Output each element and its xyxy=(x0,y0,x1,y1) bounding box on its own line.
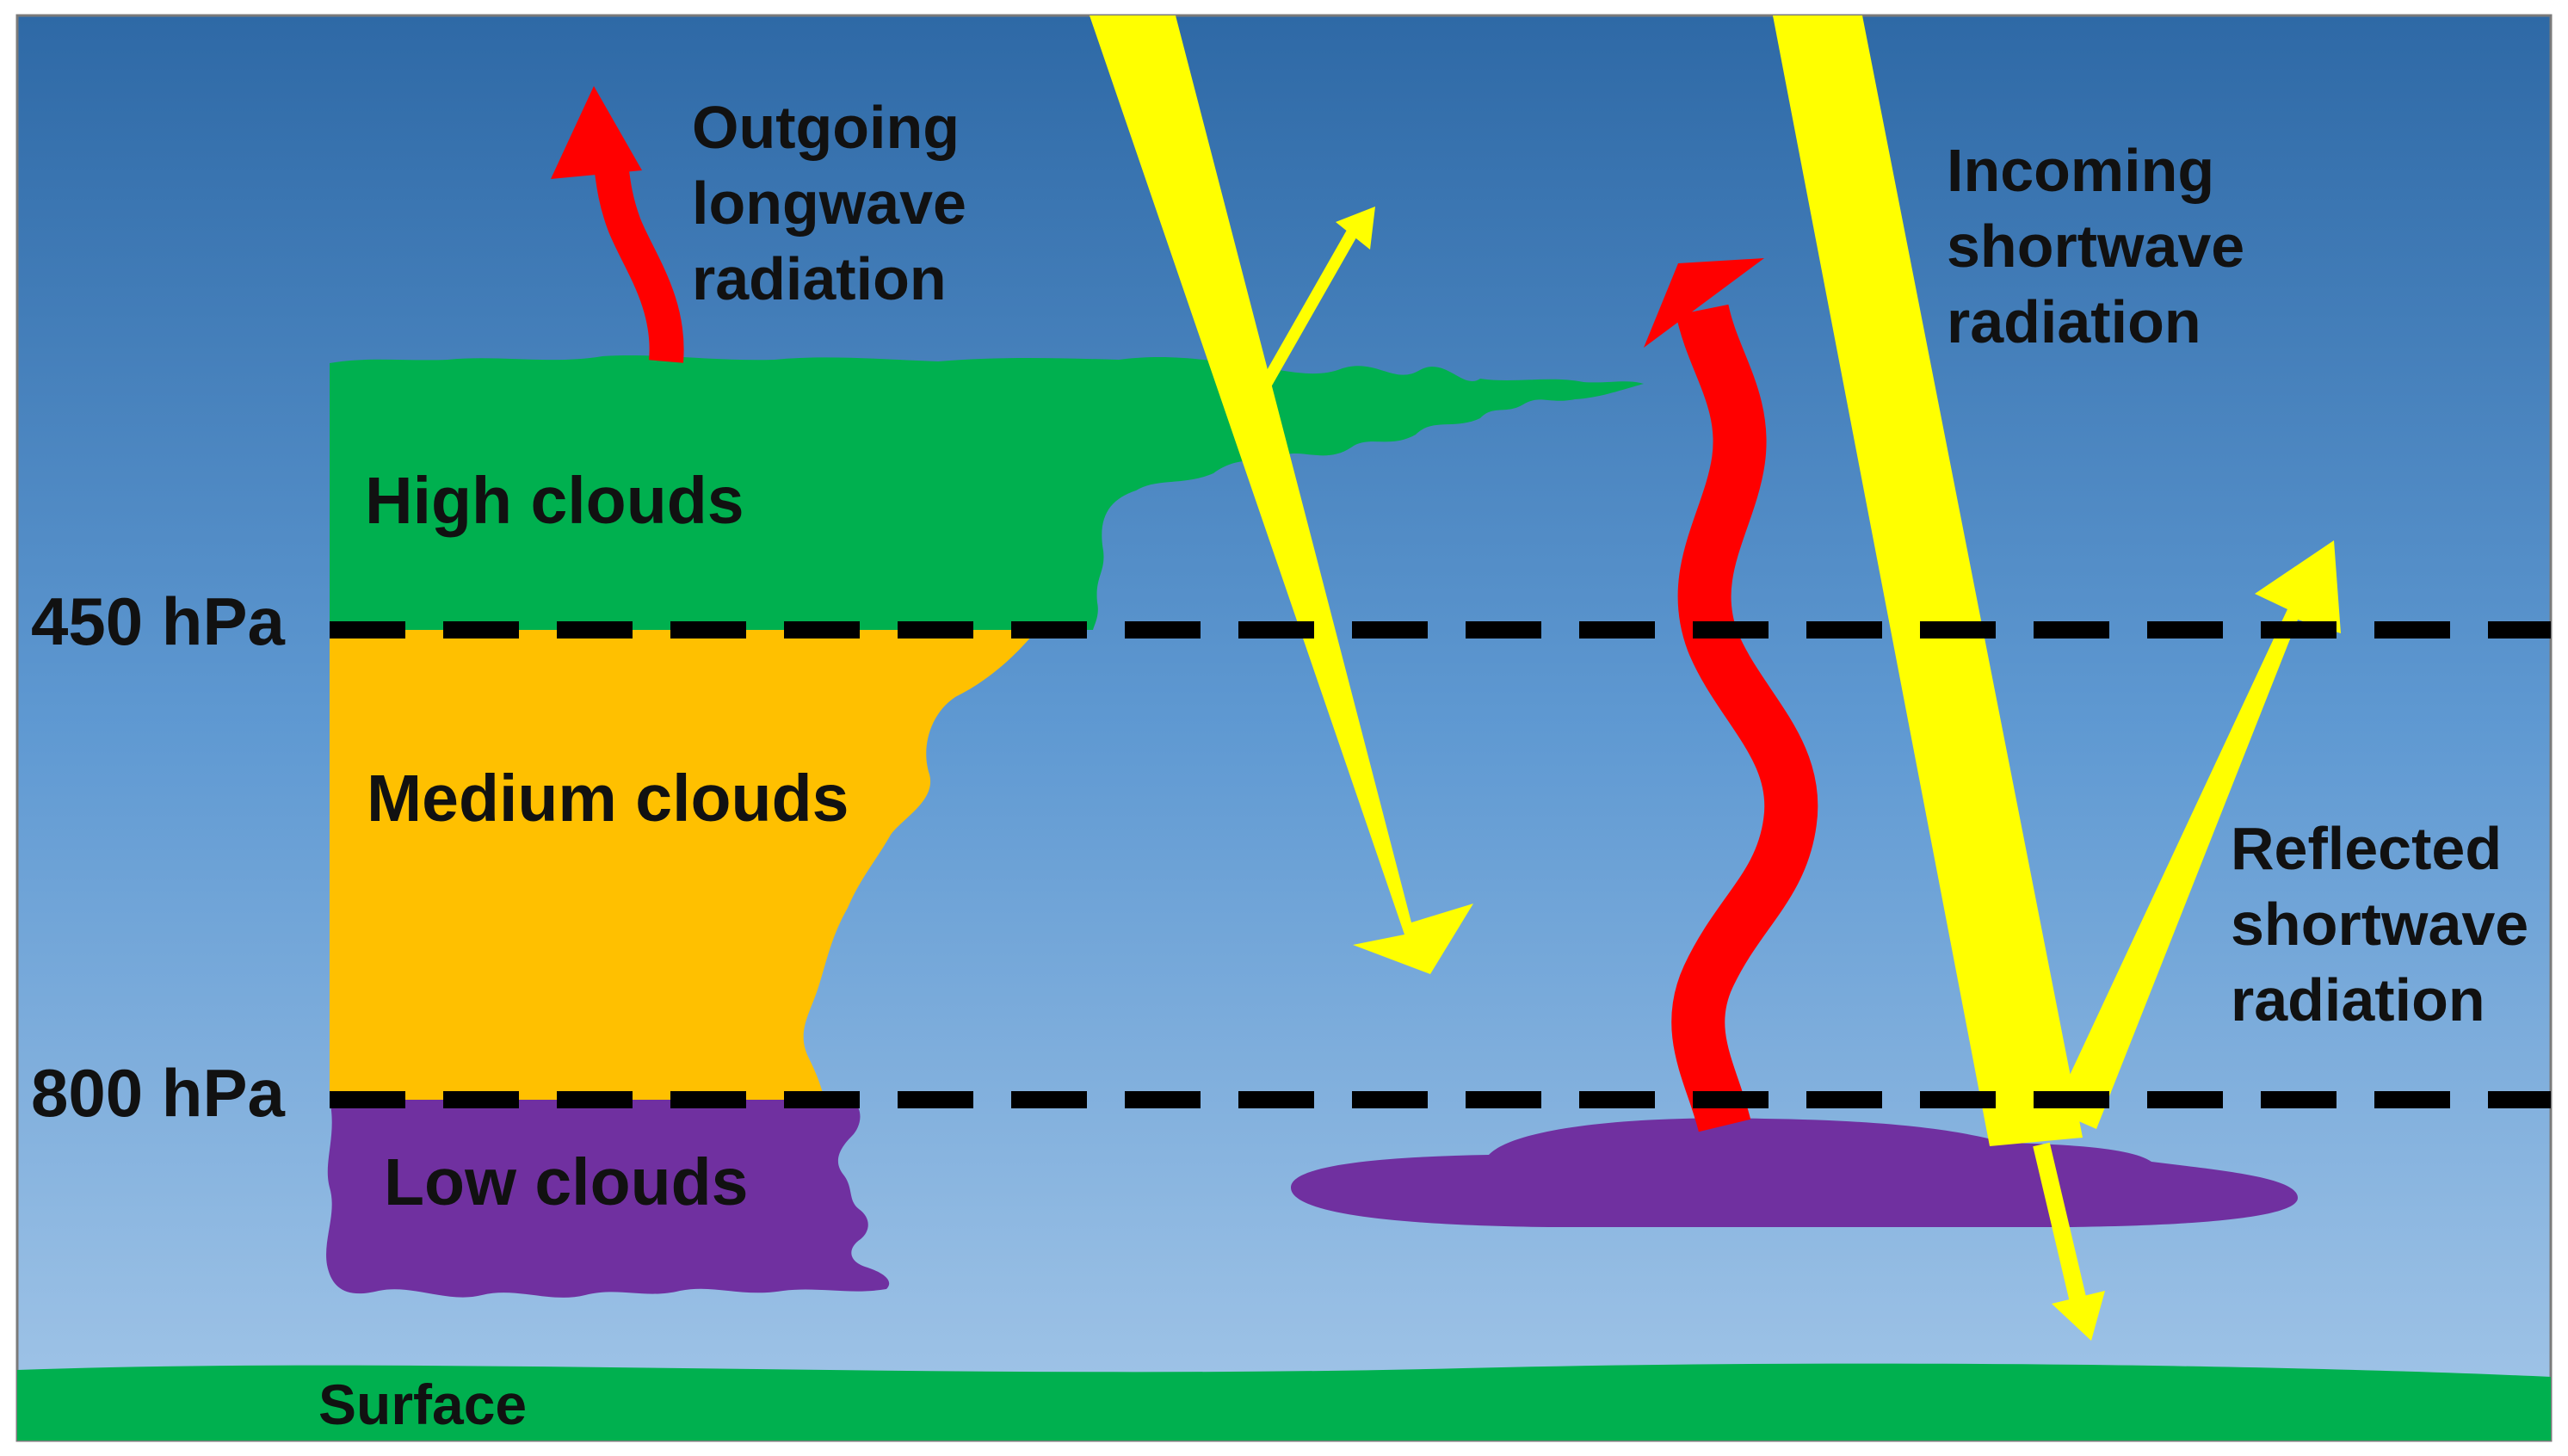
outgoing-longwave-shaft xyxy=(592,151,684,363)
outgoing-longwave-label-3: radiation xyxy=(692,245,947,312)
incoming-shortwave-left-arrow xyxy=(1090,15,1473,974)
incoming-shortwave-label-2: shortwave xyxy=(1947,213,2244,280)
transmitted-shortwave-head xyxy=(2052,1291,2105,1341)
outgoing-longwave-label-2: longwave xyxy=(692,170,966,237)
incoming-shortwave-label-1: Incoming xyxy=(1947,137,2214,204)
outgoing-longwave-label-1: Outgoing xyxy=(692,94,960,161)
reflected-shortwave-label-1: Reflected xyxy=(2231,815,2502,882)
surface-label: Surface xyxy=(318,1373,527,1436)
incoming-shortwave-label-3: radiation xyxy=(1947,288,2201,355)
medium-clouds-shape xyxy=(330,630,1037,1100)
low-clouds-label: Low clouds xyxy=(384,1145,749,1219)
outgoing-longwave-wavy-shaft xyxy=(1671,304,1818,1132)
incoming-shortwave-beam xyxy=(1773,15,2083,1146)
medium-clouds-label: Medium clouds xyxy=(367,762,849,836)
high-clouds-shape xyxy=(330,355,1644,630)
transmitted-shortwave-shaft xyxy=(2033,1142,2090,1315)
outgoing-longwave-wavy-head xyxy=(1644,258,1764,348)
reflected-shortwave-label-3: radiation xyxy=(2231,966,2485,1033)
high-clouds-label: High clouds xyxy=(365,464,744,538)
reflected-shortwave-small-shaft xyxy=(1259,222,1362,389)
low-clouds-shape xyxy=(326,1100,890,1298)
level-label-800: 800 hPa xyxy=(31,1055,285,1131)
surface-ground xyxy=(17,1363,2551,1441)
reflected-shortwave-arrow xyxy=(2053,540,2341,1129)
level-label-450: 450 hPa xyxy=(31,583,285,659)
outgoing-longwave-head xyxy=(551,86,642,179)
reflected-shortwave-small-head xyxy=(1336,207,1375,250)
reflected-shortwave-label-2: shortwave xyxy=(2231,891,2528,958)
